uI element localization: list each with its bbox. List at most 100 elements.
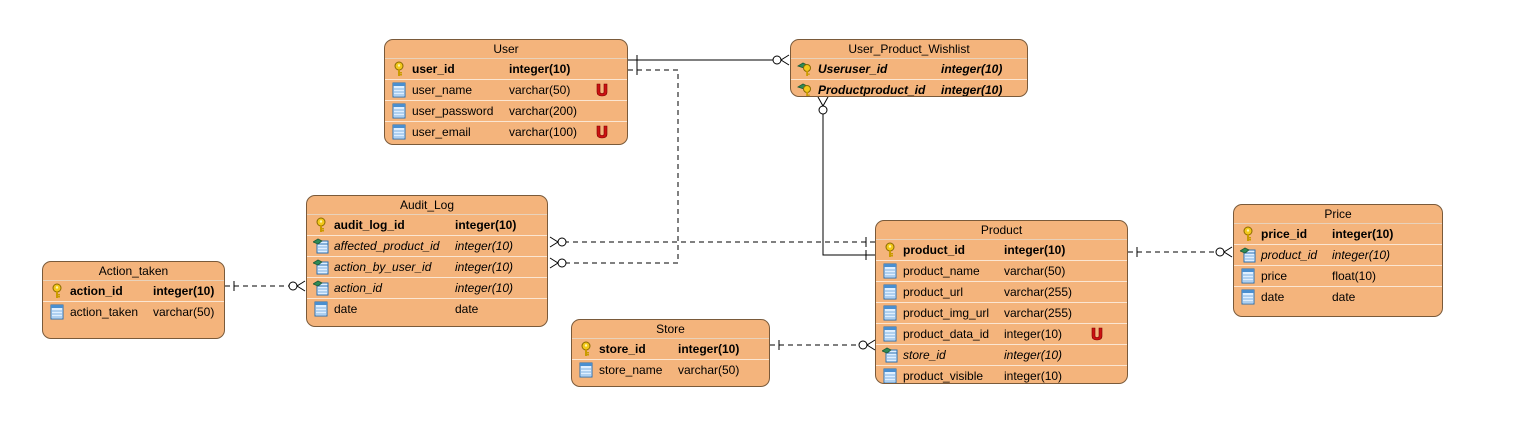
entity-title: Store [572, 320, 769, 339]
rel-product-auditlog-crow-b [549, 241, 559, 248]
column-icon [49, 304, 65, 320]
column-name: action_id [334, 281, 383, 295]
column-name: product_visible [903, 369, 984, 383]
rel-user-wishlist-zero-mark [772, 55, 782, 65]
foreign-key-icon [882, 347, 898, 363]
column-type: integer(10) [509, 62, 571, 76]
column-type: integer(10) [1004, 369, 1063, 383]
rel-store-product-zero-mark [858, 340, 868, 350]
column-name: user_password [412, 104, 494, 118]
rel-product-wishlist[interactable] [822, 114, 875, 256]
column-name: product_img_url [903, 306, 990, 320]
column-row[interactable]: action_id integer(10) [43, 281, 224, 302]
column-icon [578, 362, 594, 378]
column-type: integer(10) [1004, 327, 1063, 341]
primary-key-icon [578, 341, 594, 357]
column-type: float(10) [1332, 269, 1377, 283]
column-icon [882, 368, 898, 383]
column-type: integer(10) [678, 342, 740, 356]
column-type: integer(10) [153, 284, 215, 298]
column-icon [882, 284, 898, 300]
column-type: integer(10) [941, 62, 1003, 76]
column-row[interactable]: user_email varchar(100) [385, 122, 627, 142]
rel-product-price-zero-mark [1215, 247, 1225, 257]
entity-title: User_Product_Wishlist [791, 40, 1027, 59]
primary-key-icon [1240, 226, 1256, 242]
primary-key-icon [49, 283, 65, 299]
column-type: varchar(50) [1004, 264, 1066, 278]
column-name: action_id [70, 284, 123, 298]
column-row[interactable]: user_name varchar(50) [385, 80, 627, 101]
column-type: varchar(50) [509, 83, 571, 97]
column-type: integer(10) [1332, 248, 1391, 262]
column-name: product_id [1261, 248, 1318, 262]
column-row[interactable]: product_visible integer(10) [876, 366, 1127, 383]
rel-action-auditlog-zero-mark [288, 281, 298, 291]
column-type: varchar(50) [153, 305, 215, 319]
entity-title: Action_taken [43, 262, 224, 281]
column-icon [391, 82, 407, 98]
primary-foreign-key-icon [797, 82, 813, 96]
column-icon [313, 301, 329, 317]
column-type: integer(10) [1004, 348, 1063, 362]
foreign-key-icon [313, 259, 329, 275]
rel-action-auditlog-crow-b [296, 285, 306, 292]
entity-title: Price [1234, 205, 1442, 224]
column-icon [391, 124, 407, 140]
foreign-key-icon [1240, 247, 1256, 263]
rel-product-price-crow-a [1223, 246, 1233, 253]
rel-user-auditlog[interactable] [566, 69, 679, 264]
column-type: varchar(50) [678, 363, 740, 377]
column-name: user_name [412, 83, 473, 97]
column-name: action_by_user_id [334, 260, 432, 274]
column-icon [1240, 289, 1256, 305]
primary-key-icon [882, 242, 898, 258]
column-row[interactable]: product_id integer(10) [1234, 245, 1442, 266]
column-name: date [334, 302, 358, 316]
rel-product-auditlog-zero-mark [557, 237, 567, 247]
rel-user-wishlist-crow-b [780, 59, 790, 66]
column-name: user_email [412, 125, 471, 139]
column-type: varchar(100) [509, 125, 578, 139]
column-row[interactable]: action_taken varchar(50) [43, 302, 224, 322]
entity-title: User [385, 40, 627, 59]
primary-key-icon [391, 61, 407, 77]
rel-product-price-crow-b [1223, 251, 1233, 258]
column-icon [882, 263, 898, 279]
column-name: action_taken [70, 305, 139, 319]
column-icon [882, 326, 898, 342]
primary-key-icon [313, 217, 329, 233]
column-name: date [1261, 290, 1285, 304]
column-type: integer(10) [1004, 243, 1066, 257]
rel-product-auditlog-crow-a [549, 236, 559, 243]
column-type: integer(10) [455, 239, 514, 253]
entity-action-taken[interactable]: Action_taken action_id integer(10) action_t… [42, 261, 225, 339]
